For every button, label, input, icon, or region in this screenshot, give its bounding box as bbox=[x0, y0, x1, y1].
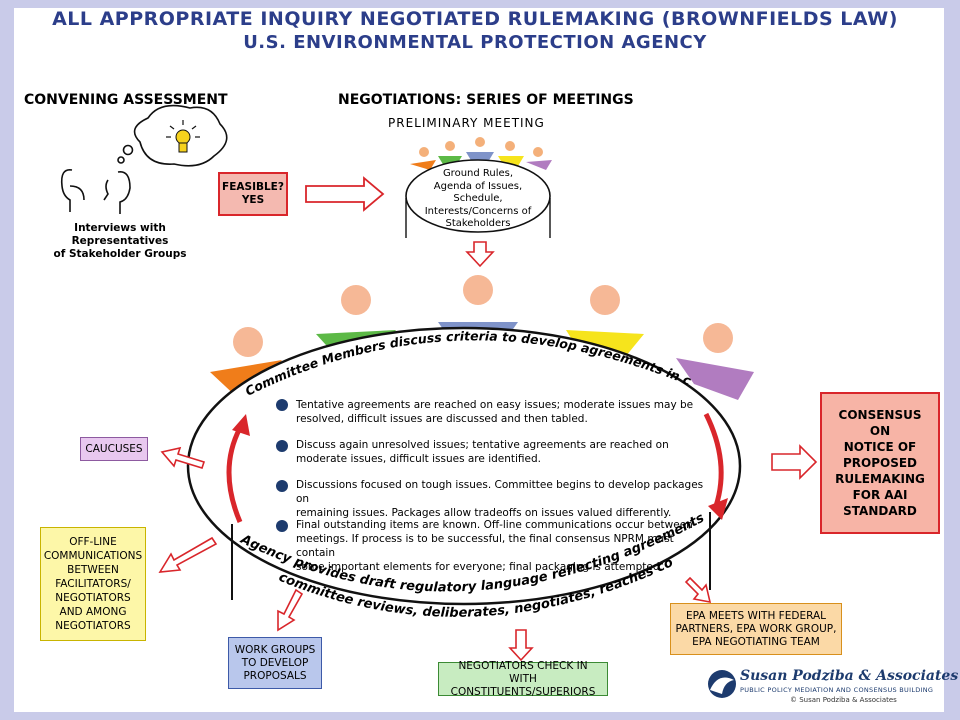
negotiation-ellipse bbox=[186, 326, 742, 606]
consensus-arrow-icon bbox=[771, 444, 818, 480]
title-line-1: ALL APPROPRIATE INQUIRY NEGOTIATED RULEM… bbox=[52, 8, 898, 30]
cycle-arrow-right-icon bbox=[703, 412, 724, 507]
offline-arrow-icon bbox=[158, 536, 218, 573]
feasible-box: FEASIBLE? YES bbox=[218, 172, 288, 216]
convening-heading: CONVENING ASSESSMENT bbox=[24, 92, 228, 108]
interviews-caption: Interviews with Representatives of Stake… bbox=[53, 222, 187, 260]
checkin-arrow-icon bbox=[508, 629, 534, 662]
caucuses-box: CAUCUSES bbox=[80, 437, 148, 461]
interview-heads-icon bbox=[60, 169, 131, 214]
title-line-2: U.S. ENVIRONMENTAL PROTECTION AGENCY bbox=[243, 32, 707, 53]
logo-copyright: © Susan Podziba & Associates bbox=[790, 696, 897, 704]
preliminary-table-icon bbox=[405, 159, 551, 238]
logo-name: Susan Podziba & Associates bbox=[740, 668, 959, 684]
feasible-arrow-icon bbox=[305, 176, 385, 212]
cycle-arrow-left-icon bbox=[226, 426, 243, 523]
lightbulb-icon bbox=[166, 120, 200, 153]
bullet-icons bbox=[276, 399, 288, 532]
preliminary-table-text: Ground Rules, Agenda of Issues, Schedule… bbox=[424, 168, 532, 229]
stage-item-1: Tentative agreements are reached on easy… bbox=[296, 399, 694, 425]
stage-item-2: Discuss again unresolved issues; tentati… bbox=[296, 439, 669, 465]
logo-wave-icon bbox=[708, 670, 736, 698]
stage-item-3: Discussions focused on tough issues. Com… bbox=[296, 479, 704, 519]
preliminary-meeting-label: PRELIMINARY MEETING bbox=[388, 116, 545, 130]
thought-bubble-icon bbox=[117, 104, 228, 167]
workgroup-arrow-icon bbox=[277, 588, 304, 632]
caucus-arrow-icon bbox=[160, 446, 206, 469]
down-arrow-icon bbox=[465, 241, 495, 268]
negotiations-heading: NEGOTIATIONS: SERIES OF MEETINGS bbox=[338, 92, 634, 108]
epa-arrow-icon bbox=[684, 576, 712, 604]
stage-item-4: Final outstanding items are known. Off-l… bbox=[296, 519, 693, 573]
logo-tagline: Public Policy Mediation and Consensus Bu… bbox=[740, 686, 934, 694]
